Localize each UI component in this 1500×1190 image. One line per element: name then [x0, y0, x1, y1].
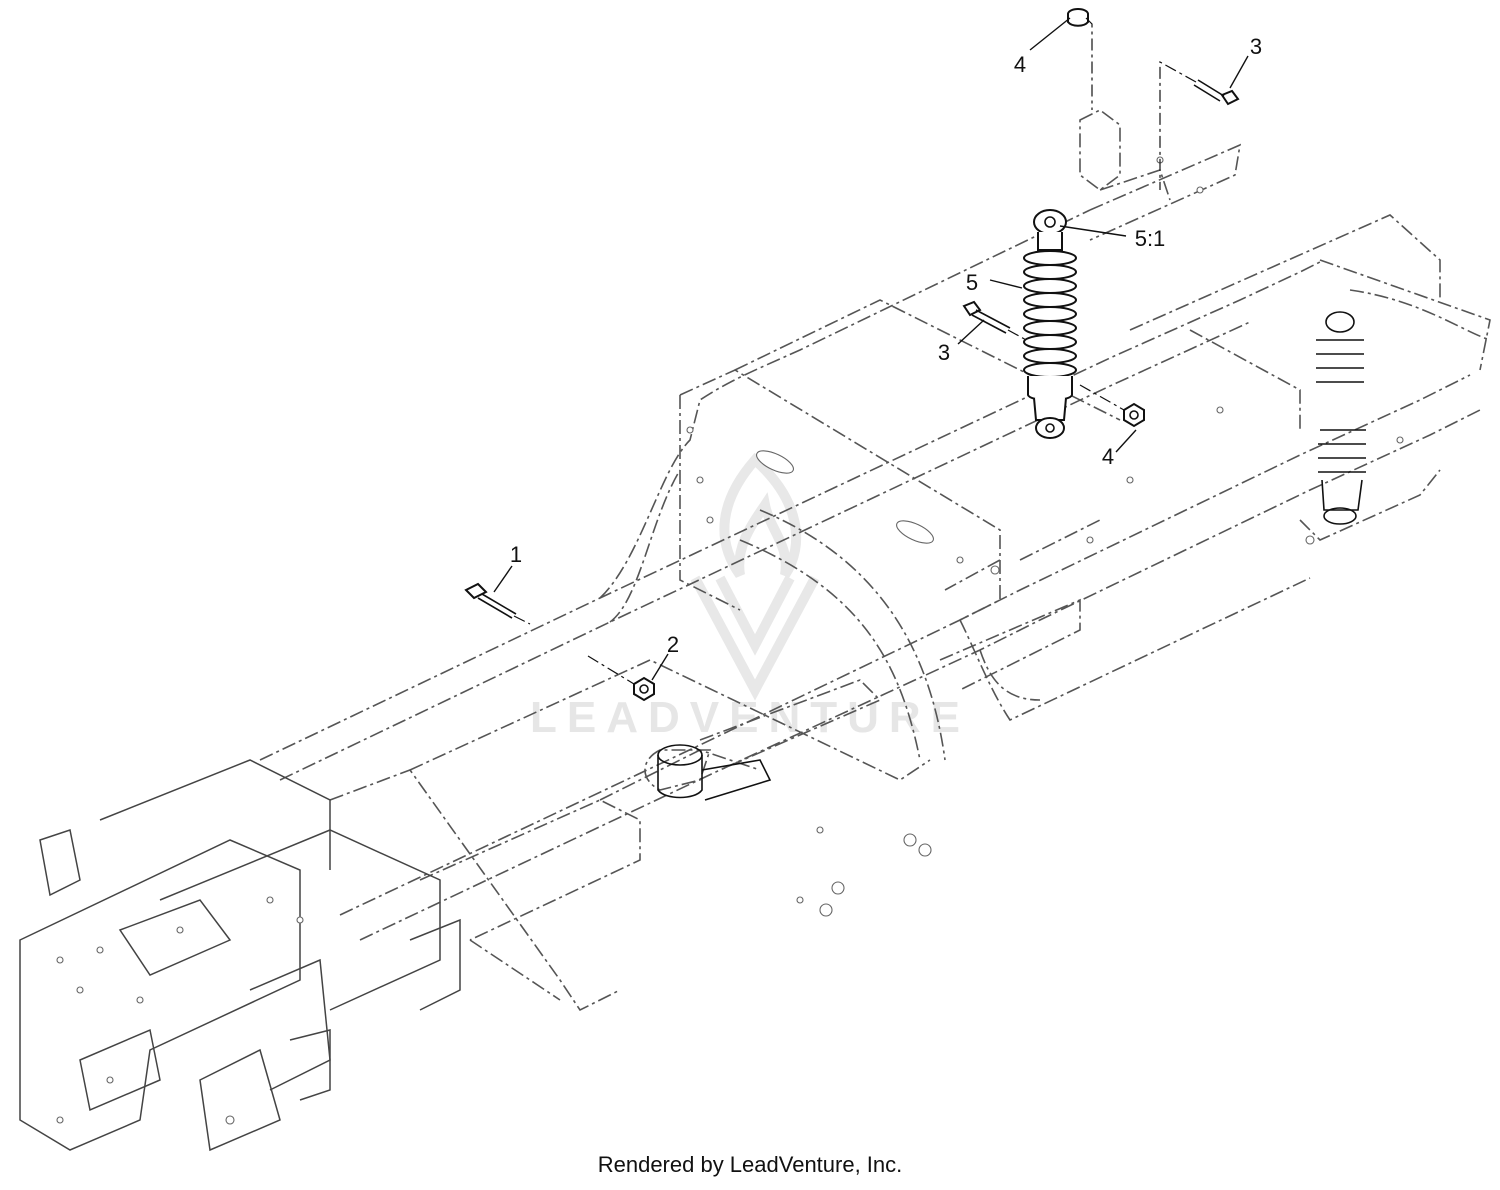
callout-4-mid: 4 — [1102, 444, 1114, 469]
callouts: 1 2 3 3 4 4 5 5:1 — [510, 34, 1262, 657]
leader-lines — [493, 17, 1249, 681]
part-1-bolt — [464, 582, 531, 625]
watermark-flame-icon — [690, 452, 820, 701]
callout-2: 2 — [667, 632, 679, 657]
callout-3-mid: 3 — [938, 340, 950, 365]
right-shock-phantom — [1316, 311, 1366, 525]
part-4-mid-nut — [1079, 384, 1145, 428]
chassis-frame — [259, 109, 1491, 1012]
callout-5-1: 5:1 — [1135, 226, 1166, 251]
part-3-mid-bolt — [962, 300, 1031, 343]
callout-3-top: 3 — [1250, 34, 1262, 59]
center-box-cutouts — [756, 450, 934, 544]
watermark: LEADVENTURE — [530, 452, 970, 742]
part-2-nut — [587, 655, 655, 702]
part-5-shock-absorber — [1023, 209, 1077, 439]
watermark-text: LEADVENTURE — [530, 693, 970, 742]
callout-4-top: 4 — [1014, 52, 1026, 77]
footer-credit: Rendered by LeadVenture, Inc. — [597, 1152, 903, 1177]
center-mount-spring — [657, 744, 772, 801]
callout-1: 1 — [510, 542, 522, 567]
part-3-top-bolt — [1159, 60, 1240, 190]
front-bumper-holes — [56, 896, 304, 1125]
shock-spring-coils — [1023, 250, 1077, 378]
front-bumper-assembly — [19, 759, 461, 1152]
part-4-top-nut — [1067, 8, 1093, 110]
frame-holes — [686, 156, 1404, 917]
callout-5: 5 — [966, 270, 978, 295]
